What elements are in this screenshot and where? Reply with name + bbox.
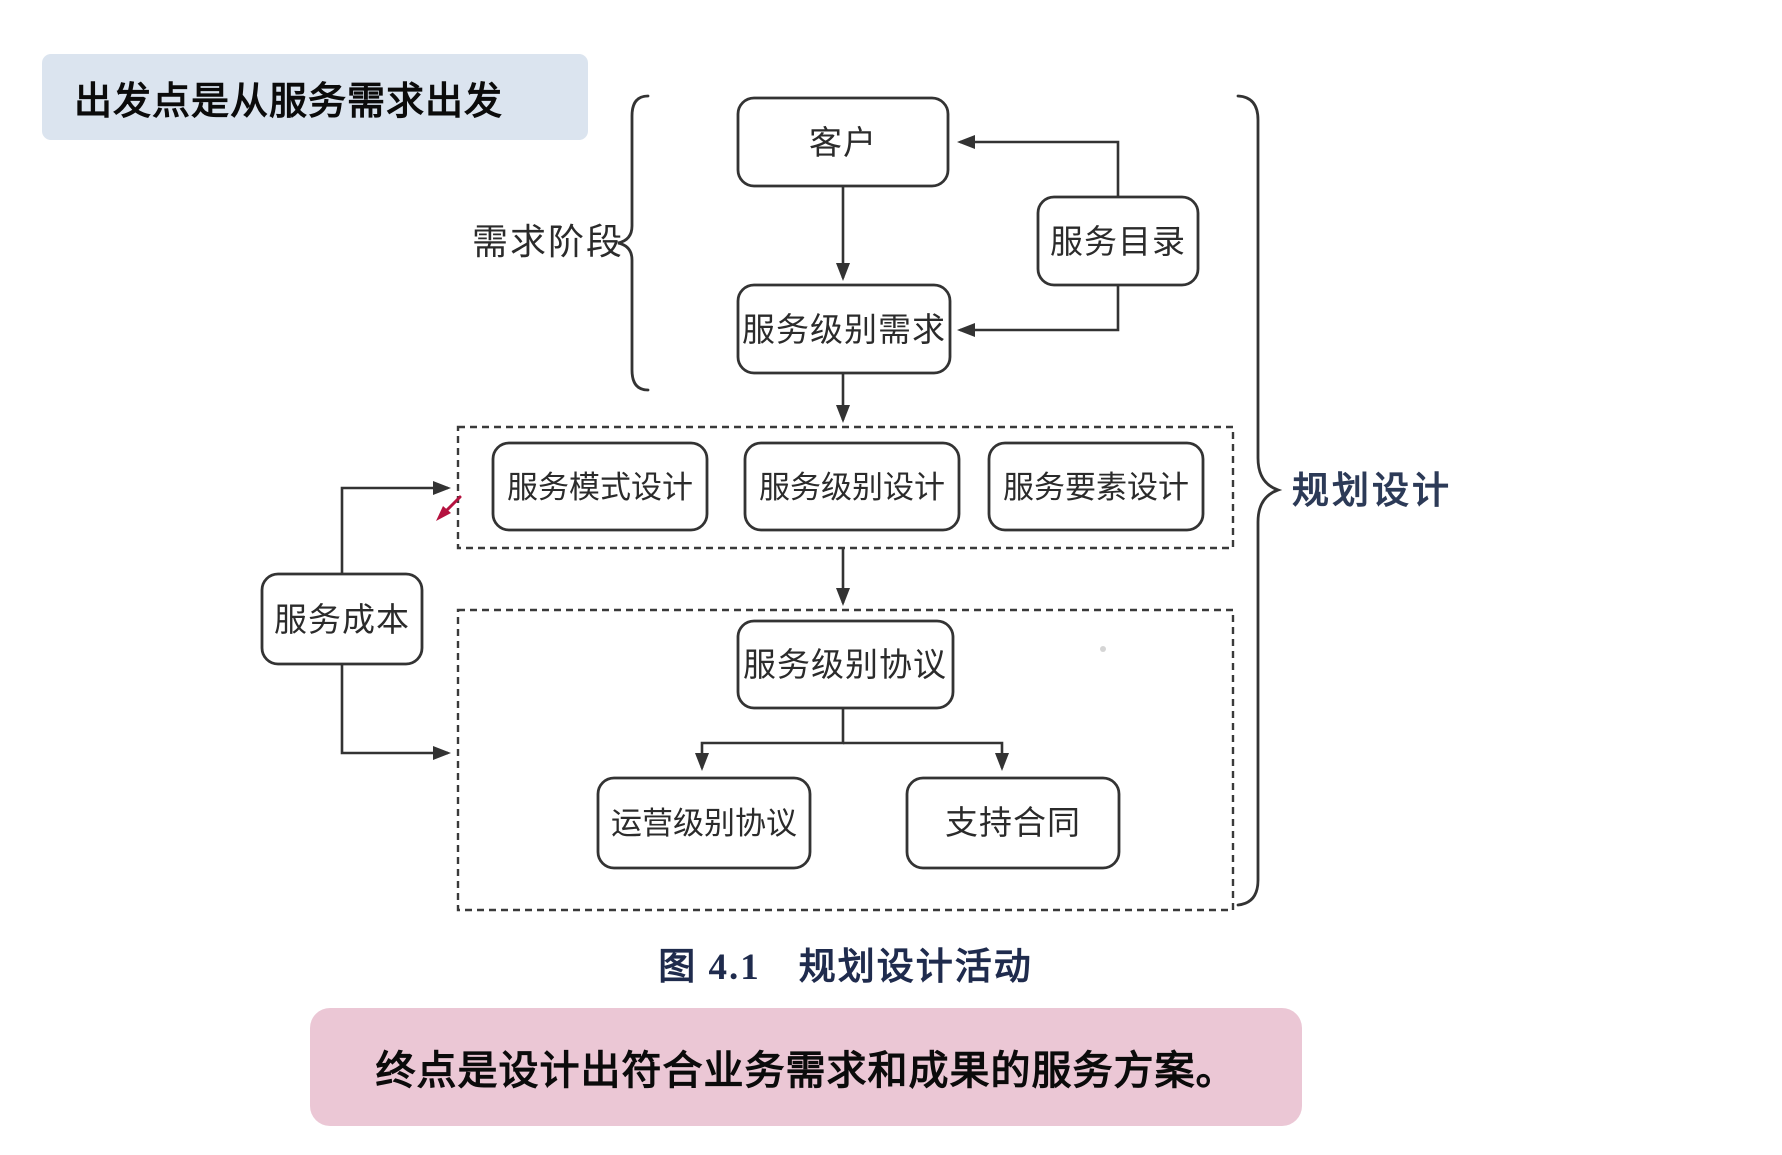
node-service-level-agreement-label: 服务级别协议 <box>743 646 947 683</box>
node-customer-label: 客户 <box>809 124 877 161</box>
node-customer-box <box>736 96 950 188</box>
node-service-level-design-label: 服务级别设计 <box>759 470 945 505</box>
node-operational-level-agreement-box <box>596 776 812 870</box>
red-pen-cursor-icon <box>436 495 462 521</box>
arrow-catalog-to-slr <box>957 285 1120 337</box>
planning-design-brace <box>1236 94 1283 907</box>
node-service-cost-box <box>260 572 424 666</box>
node-boxes <box>260 96 1205 870</box>
node-service-cost-label: 服务成本 <box>274 601 410 638</box>
planning-design-label: 规划设计 <box>1292 470 1452 511</box>
figure-caption: 图 4.1 规划设计活动 <box>458 936 1233 990</box>
node-support-contract-box <box>905 776 1121 870</box>
node-service-element-design-box <box>987 441 1205 532</box>
end-note-text: 终点是设计出符合业务需求和成果的服务方案。 <box>375 1049 1237 1093</box>
connector-group <box>340 135 1120 771</box>
scan-speck <box>1100 646 1106 652</box>
arrow-cost-to-design-stage <box>340 481 451 574</box>
figure-caption-title: 规划设计活动 <box>798 947 1033 988</box>
node-operational-level-agreement-label: 运营级别协议 <box>611 806 797 841</box>
node-service-catalog-label: 服务目录 <box>1050 223 1186 260</box>
node-support-contract-label: 支持合同 <box>945 804 1081 841</box>
start-note-callout: 出发点是从服务需求出发 <box>42 54 588 140</box>
node-service-level-design-box <box>743 441 961 532</box>
node-service-model-design-label: 服务模式设计 <box>507 470 693 505</box>
requirements-phase-brace <box>617 94 650 392</box>
arrow-cost-to-agreement-stage <box>340 664 451 760</box>
arrow-sla-to-contract <box>843 741 1009 771</box>
design-stage-dashed-box <box>456 425 1235 550</box>
node-service-model-design-box <box>491 441 709 532</box>
node-service-level-requirements-box <box>736 283 952 375</box>
node-service-level-requirements-label: 服务级别需求 <box>742 311 946 348</box>
start-note-text: 出发点是从服务需求出发 <box>74 80 504 123</box>
end-note-callout: 终点是设计出符合业务需求和成果的服务方案。 <box>310 1008 1302 1126</box>
arrow-catalog-to-customer <box>957 135 1120 197</box>
node-service-catalog-box <box>1036 195 1200 287</box>
figure-caption-label: 图 4.1 <box>658 947 761 988</box>
agreement-stage-dashed-box <box>456 608 1235 912</box>
requirements-phase-label: 需求阶段 <box>472 221 624 262</box>
node-service-element-design-label: 服务要素设计 <box>1003 470 1189 505</box>
node-service-level-agreement-box <box>736 619 955 710</box>
arrow-sla-to-ola <box>695 708 845 771</box>
